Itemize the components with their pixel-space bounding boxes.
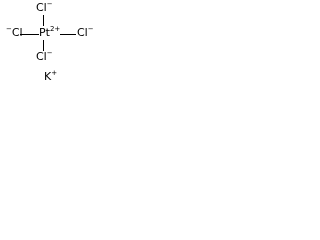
bond-pt-cl-right [60,34,76,35]
bond-pt-cl-left [20,34,39,35]
atom-cl-right: Cl− [77,25,94,39]
counter-ion-k: K+ [44,69,58,83]
atom-pt-center: Pt2+ [39,25,61,39]
atom-cl-left: −Cl [6,25,23,39]
atom-pt-symbol: Pt [39,26,50,39]
atom-cl-bottom: Cl− [36,49,53,63]
atom-cl-right-symbol: Cl [77,26,88,39]
atom-cl-bottom-symbol: Cl [36,50,47,63]
atom-cl-top: Cl− [36,0,53,14]
atom-cl-top-charge: − [46,0,53,8]
atom-cl-right-charge: − [87,25,94,33]
atom-cl-bottom-charge: − [46,49,53,57]
atom-pt-charge: 2+ [49,25,61,33]
atom-cl-left-symbol: Cl [11,26,23,39]
bond-pt-cl-top [43,15,44,26]
bond-pt-cl-bottom [43,40,44,51]
atom-cl-left-charge: − [6,25,12,33]
counter-ion-symbol: K [44,70,52,83]
counter-ion-charge: + [51,69,58,77]
atom-cl-top-symbol: Cl [36,1,47,14]
chemical-structure: Cl− −Cl Pt2+ Cl− Cl− K+ [0,0,112,90]
